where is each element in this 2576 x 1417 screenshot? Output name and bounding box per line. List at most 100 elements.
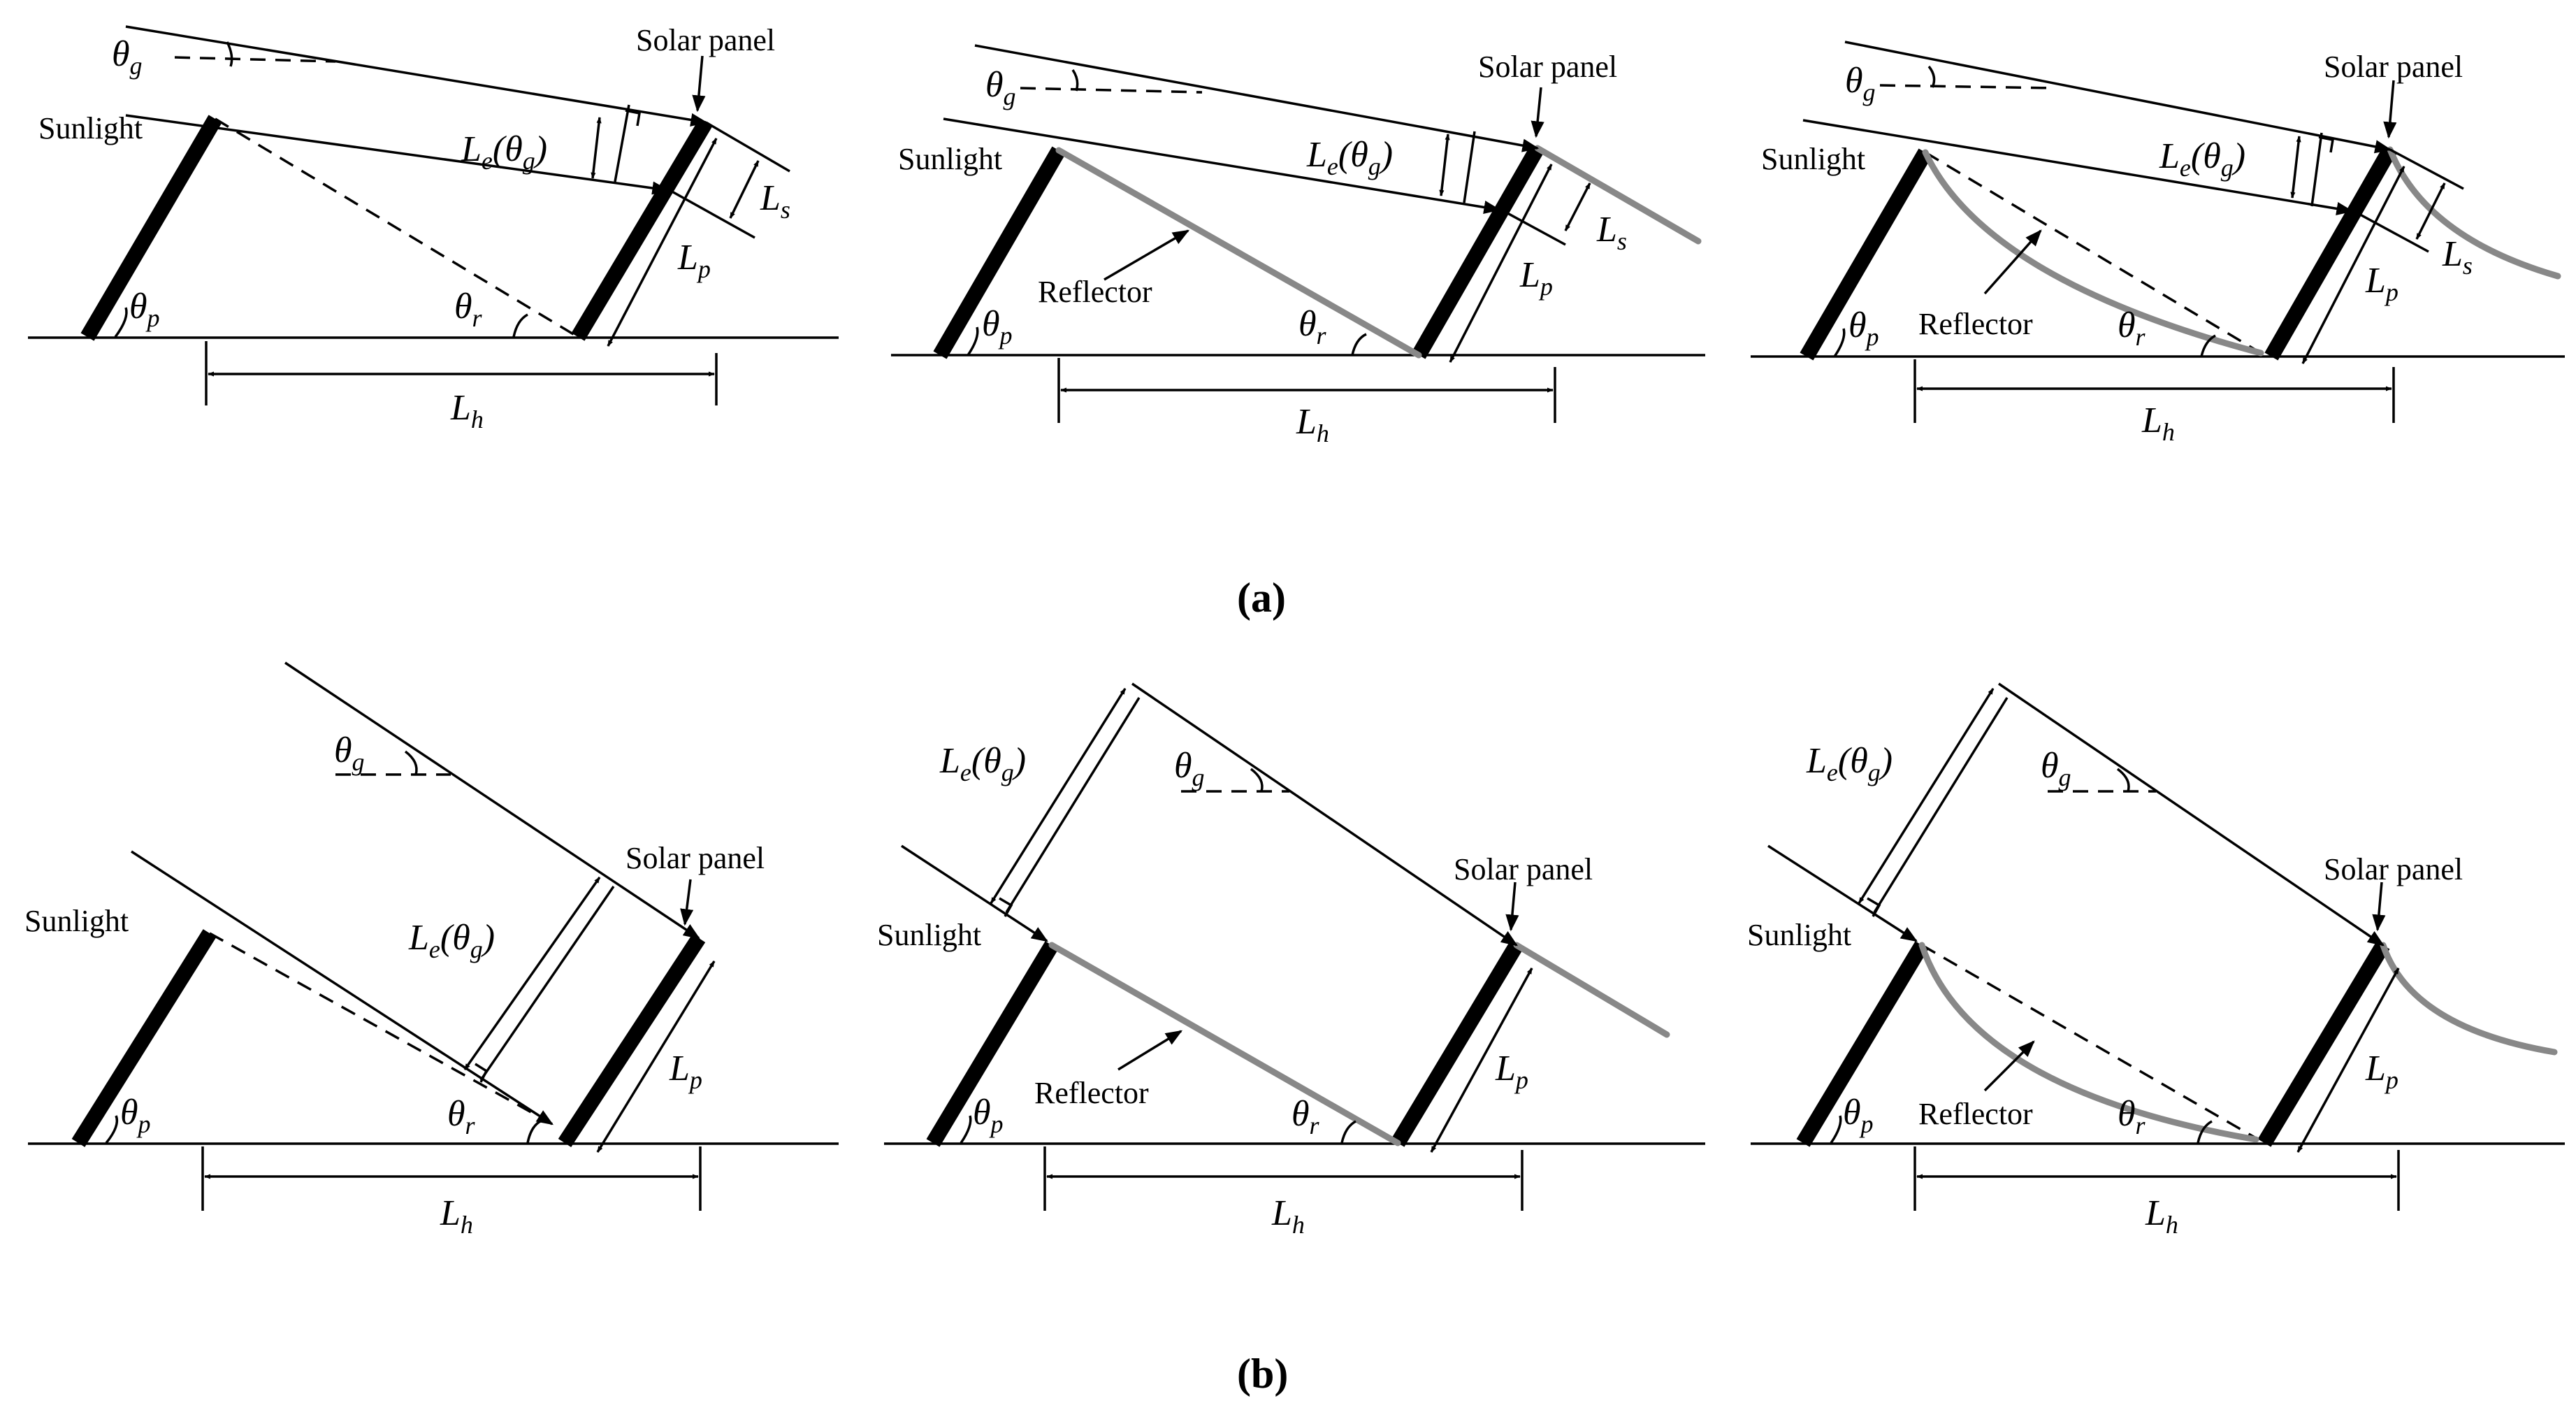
- reflector-label: Reflector: [1038, 275, 1152, 309]
- lp-label: Lp: [2365, 1049, 2398, 1094]
- le-label: Le(θg): [408, 918, 495, 963]
- shading-ref-line-2: [2353, 210, 2429, 253]
- solar-panel-pointer: [692, 55, 706, 113]
- theta-g-label: θg: [2041, 746, 2071, 791]
- solar-panel: [558, 933, 706, 1148]
- diagram-b3: Solar panel Sunlight Reflector θg Le(θg)…: [1747, 682, 2565, 1239]
- ls-label: Ls: [760, 178, 790, 224]
- theta-p-label: θp: [973, 1093, 1004, 1138]
- lh-label: Lh: [450, 388, 484, 433]
- angle-theta-g-arc: [226, 41, 233, 67]
- curved-reflector: [1922, 149, 2264, 357]
- length-lp-arrow: [2296, 968, 2400, 1153]
- angle-theta-g-arc: [404, 750, 418, 775]
- le-label: Le(θg): [939, 741, 1026, 786]
- solar-panel-label: Solar panel: [1478, 50, 1617, 84]
- length-lp-arrow: [1449, 164, 1553, 363]
- le-label: Le(θg): [461, 129, 547, 175]
- solar-panel-label: Solar panel: [2324, 50, 2463, 84]
- angle-theta-r-arc: [512, 313, 528, 338]
- curved-reflector: [1918, 942, 2259, 1143]
- solar-panel-pointer: [680, 879, 694, 926]
- le-label: Le(θg): [1806, 741, 1893, 786]
- lp-label: Lp: [1519, 255, 1553, 301]
- theta-r-label: θr: [1298, 304, 1327, 350]
- solar-panel-curved-reflector: [2380, 942, 2558, 1056]
- theta-r-label: θr: [447, 1094, 476, 1139]
- sunlight-ray-lower: [131, 850, 554, 1125]
- diagram-a3: Solar panel Sunlight Reflector θg Le(θg)…: [1751, 41, 2565, 446]
- theta-r-label: θr: [454, 287, 483, 332]
- sunlight-ray-upper: [1998, 682, 2385, 947]
- theta-g-label: θg: [1174, 746, 1205, 791]
- right-angle-mark: [625, 109, 642, 127]
- solar-panel-label: Solar panel: [1454, 852, 1593, 886]
- angle-theta-g-arc: [1071, 69, 1079, 92]
- length-le-ext: [1873, 697, 2009, 913]
- theta-r-label: θr: [2118, 1094, 2146, 1139]
- right-angle-mark: [2318, 136, 2335, 153]
- sunlight-label: Sunlight: [1747, 918, 1851, 952]
- solar-panel: [2264, 145, 2397, 361]
- front-panel: [71, 929, 217, 1147]
- theta-g-label: θg: [985, 65, 1016, 110]
- sunlight-ray-upper: [1844, 41, 2392, 154]
- solar-panel: [571, 118, 713, 341]
- angle-theta-r-arc: [1351, 333, 1367, 356]
- solar-panel-reflector: [1534, 145, 1702, 245]
- flat-reflector: [1048, 942, 1401, 1146]
- sunlight-ray-lower: [1767, 844, 1918, 942]
- reflector-pointer: [1983, 229, 2042, 295]
- le-label: Le(θg): [1306, 135, 1393, 180]
- reflector-pointer: [1104, 229, 1190, 281]
- front-panel: [933, 146, 1066, 359]
- angle-theta-g-arc: [1927, 65, 1936, 88]
- solar-panel-curved-reflector: [2387, 146, 2561, 280]
- sunlight-label: Sunlight: [898, 142, 1002, 176]
- angle-theta-p-arc: [114, 307, 128, 338]
- horizontal-reference-dashed: [1020, 87, 1203, 94]
- solar-panel: [2257, 941, 2390, 1147]
- length-le-ext: [479, 886, 615, 1081]
- sunlight-ray-lower: [943, 117, 1501, 214]
- length-lp-arrow: [596, 961, 716, 1153]
- solar-panel-label: Solar panel: [625, 841, 765, 875]
- angle-theta-g-arc: [2116, 768, 2130, 792]
- shading-ref-line: [2389, 148, 2464, 190]
- solar-panel-pointer: [2372, 882, 2386, 932]
- sunlight-label: Sunlight: [877, 918, 981, 952]
- solar-panel-pointer: [2383, 80, 2397, 139]
- le-label: Le(θg): [2159, 136, 2245, 182]
- flat-reflector: [1055, 147, 1422, 359]
- reflector-label: Reflector: [1918, 307, 2033, 341]
- ls-label: Ls: [1596, 210, 1627, 255]
- front-panel: [1796, 941, 1929, 1147]
- reflector-dashed-line: [215, 117, 579, 338]
- ls-label: Ls: [2442, 234, 2473, 280]
- diagram-a2: Solar panel Sunlight Reflector θg Le(θg)…: [891, 44, 1705, 447]
- angle-theta-g-arc: [1250, 768, 1264, 792]
- right-angle-mark: [999, 897, 1013, 917]
- reflector-dashed-line: [1921, 944, 2257, 1139]
- sunlight-label: Sunlight: [38, 111, 143, 145]
- theta-g-label: θg: [334, 731, 365, 776]
- theta-g-label: θg: [112, 34, 143, 80]
- angle-theta-r-arc: [2200, 334, 2216, 357]
- reflector-dashed-line: [209, 932, 549, 1123]
- length-ls-arrow: [1564, 182, 1591, 231]
- angle-theta-r-arc: [2197, 1120, 2213, 1144]
- shading-ref-line-2: [669, 189, 755, 239]
- sunlight-ray-upper: [1131, 682, 1518, 947]
- reflector-dashed-line: [1925, 151, 2262, 354]
- lh-label: Lh: [440, 1193, 473, 1239]
- diagram-a1: Solar panel Sunlight θg Le(θg) Ls Lp θp …: [28, 23, 839, 433]
- length-le-ext: [614, 104, 630, 182]
- front-panel: [80, 115, 222, 341]
- angle-theta-r-arc: [1340, 1120, 1356, 1144]
- sunlight-ray-upper: [974, 44, 1540, 152]
- theta-p-label: θp: [1848, 305, 1879, 351]
- solar-panel-reflector: [1513, 942, 1670, 1038]
- sunlight-ray-lower: [1802, 119, 2354, 215]
- solar-panel: [1391, 941, 1524, 1147]
